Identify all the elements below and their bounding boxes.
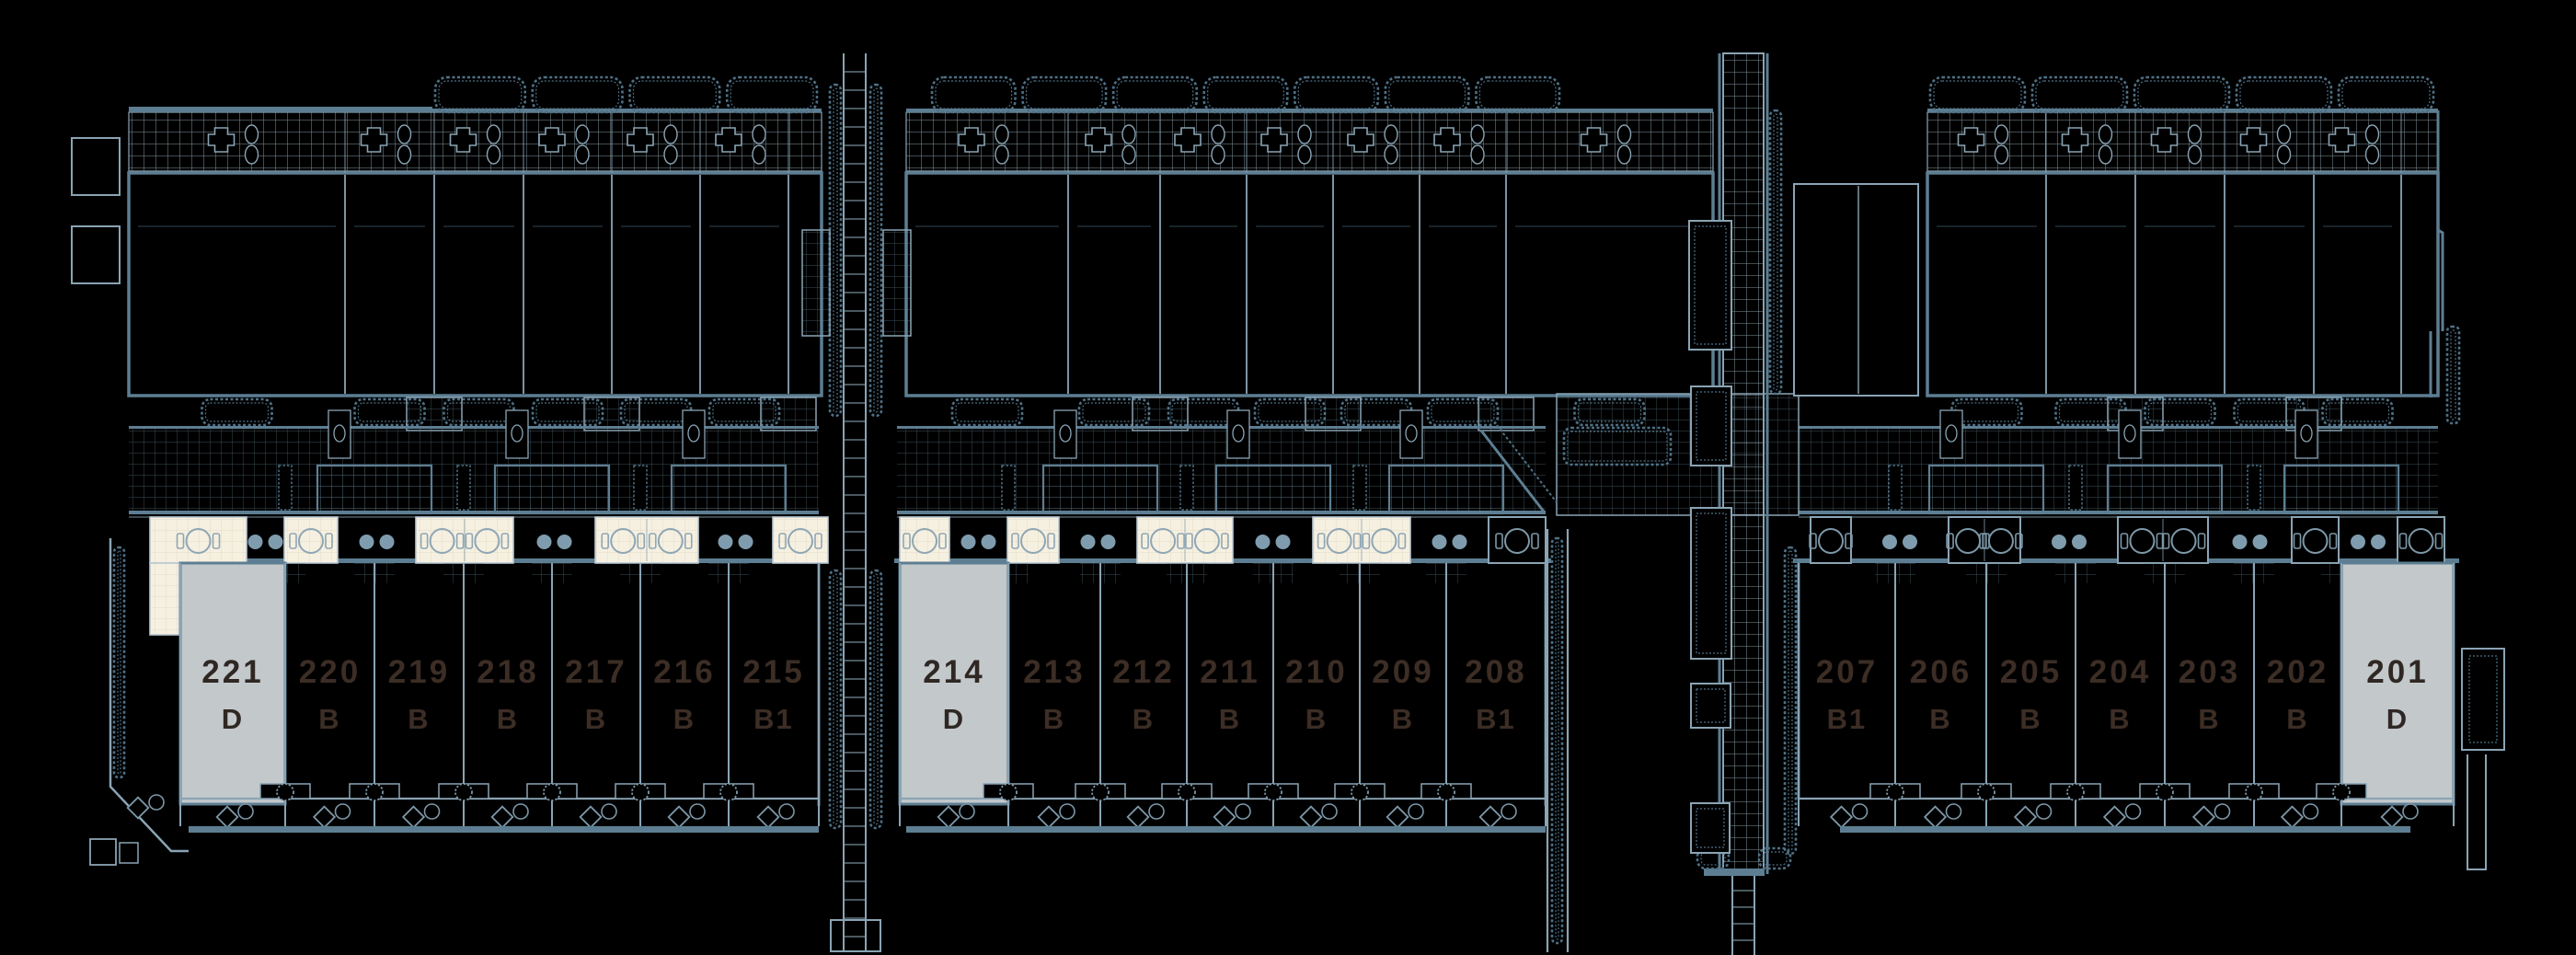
unit-number-label: 215	[742, 654, 804, 690]
walkway-center-east	[1546, 529, 1570, 952]
unit-number-label: 205	[2000, 654, 2062, 690]
unit-type-label: B	[408, 703, 430, 735]
center-wing-patio-1	[1006, 516, 1060, 564]
unit-type-label: D	[2386, 703, 2409, 735]
west-wing-patio-0	[149, 516, 247, 636]
unit-type-label: B	[2198, 703, 2220, 735]
center-wing-patio-2	[1136, 516, 1234, 564]
unit-type-label: B	[1043, 703, 1065, 735]
elevator-core	[1479, 52, 1919, 955]
unit-number-label: 211	[1200, 654, 1259, 690]
walkways-core-planters	[71, 52, 2505, 955]
unit-type-label: B	[2019, 703, 2041, 735]
west-wing-patio-2	[415, 516, 514, 564]
balcony-rail	[1840, 826, 2410, 833]
unit-type-label: B1	[753, 703, 794, 735]
unit-type-label: B	[1929, 703, 1951, 735]
unit-type-label: B	[1392, 703, 1414, 735]
unit-number-label: 201	[2366, 654, 2428, 690]
unit-number-label: 209	[1372, 654, 1433, 690]
unit-number-label: 220	[299, 654, 361, 690]
balcony-rail	[906, 826, 1546, 833]
unit-type-label: B	[585, 703, 607, 735]
residential-units: 221D220B219B218B217B216B215B1214D213B212…	[178, 561, 2455, 829]
balcony-rail	[189, 826, 819, 833]
center-wing-patio-3	[1312, 516, 1411, 564]
unit-type-label: B	[318, 703, 340, 735]
unit-type-label: B	[2109, 703, 2131, 735]
unit-type-label: B	[673, 703, 696, 735]
unit-number-label: 217	[565, 654, 627, 690]
east-wing-patio-0	[1809, 516, 1853, 564]
unit-number-label: 216	[653, 654, 715, 690]
west-wing-patio-1	[283, 516, 339, 564]
walkway-west	[801, 53, 912, 952]
unit-type-label: B1	[1827, 703, 1868, 735]
unit-type-label: B	[1133, 703, 1155, 735]
center-wing-structure	[894, 75, 1715, 583]
unit-type-label: B	[497, 703, 519, 735]
unit-number-label: 202	[2267, 654, 2329, 690]
west-site-edge	[71, 107, 432, 866]
unit-type-label: B1	[1476, 703, 1516, 735]
unit-number-label: 203	[2179, 654, 2240, 690]
east-site-edge	[2429, 110, 2505, 870]
unit-number-label: 213	[1023, 654, 1085, 690]
unit-number-label: 204	[2089, 654, 2151, 690]
corridors-and-structure	[127, 75, 2459, 636]
east-wing-patio-3	[2291, 516, 2340, 564]
unit-number-label: 221	[201, 654, 263, 690]
west-wing-patio-4	[772, 516, 829, 564]
center-wing-patio-0	[899, 516, 950, 564]
unit-type-label: B	[2286, 703, 2308, 735]
unit-number-label: 212	[1112, 654, 1174, 690]
unit-number-label: 219	[388, 654, 450, 690]
unit-type-label: D	[943, 703, 965, 735]
west-wing-patio-3	[594, 516, 699, 564]
unit-number-label: 214	[923, 654, 984, 690]
west-wing-structure	[127, 75, 829, 636]
unit-number-label: 218	[477, 654, 538, 690]
east-wing-structure	[1793, 75, 2459, 583]
center-wing-patio-4	[1488, 516, 1547, 564]
unit-type-label: D	[222, 703, 244, 735]
east-wing-patio-2	[2117, 516, 2209, 564]
unit-number-label: 210	[1285, 654, 1347, 690]
east-wing-patio-1	[1946, 516, 2023, 564]
unit-type-label: B	[1219, 703, 1241, 735]
unit-type-label: B	[1305, 703, 1328, 735]
east-wing-patio-4	[2397, 516, 2445, 564]
unit-number-label: 208	[1465, 654, 1526, 690]
unit-number-label: 207	[1816, 654, 1878, 690]
unit-number-label: 206	[1910, 654, 1972, 690]
